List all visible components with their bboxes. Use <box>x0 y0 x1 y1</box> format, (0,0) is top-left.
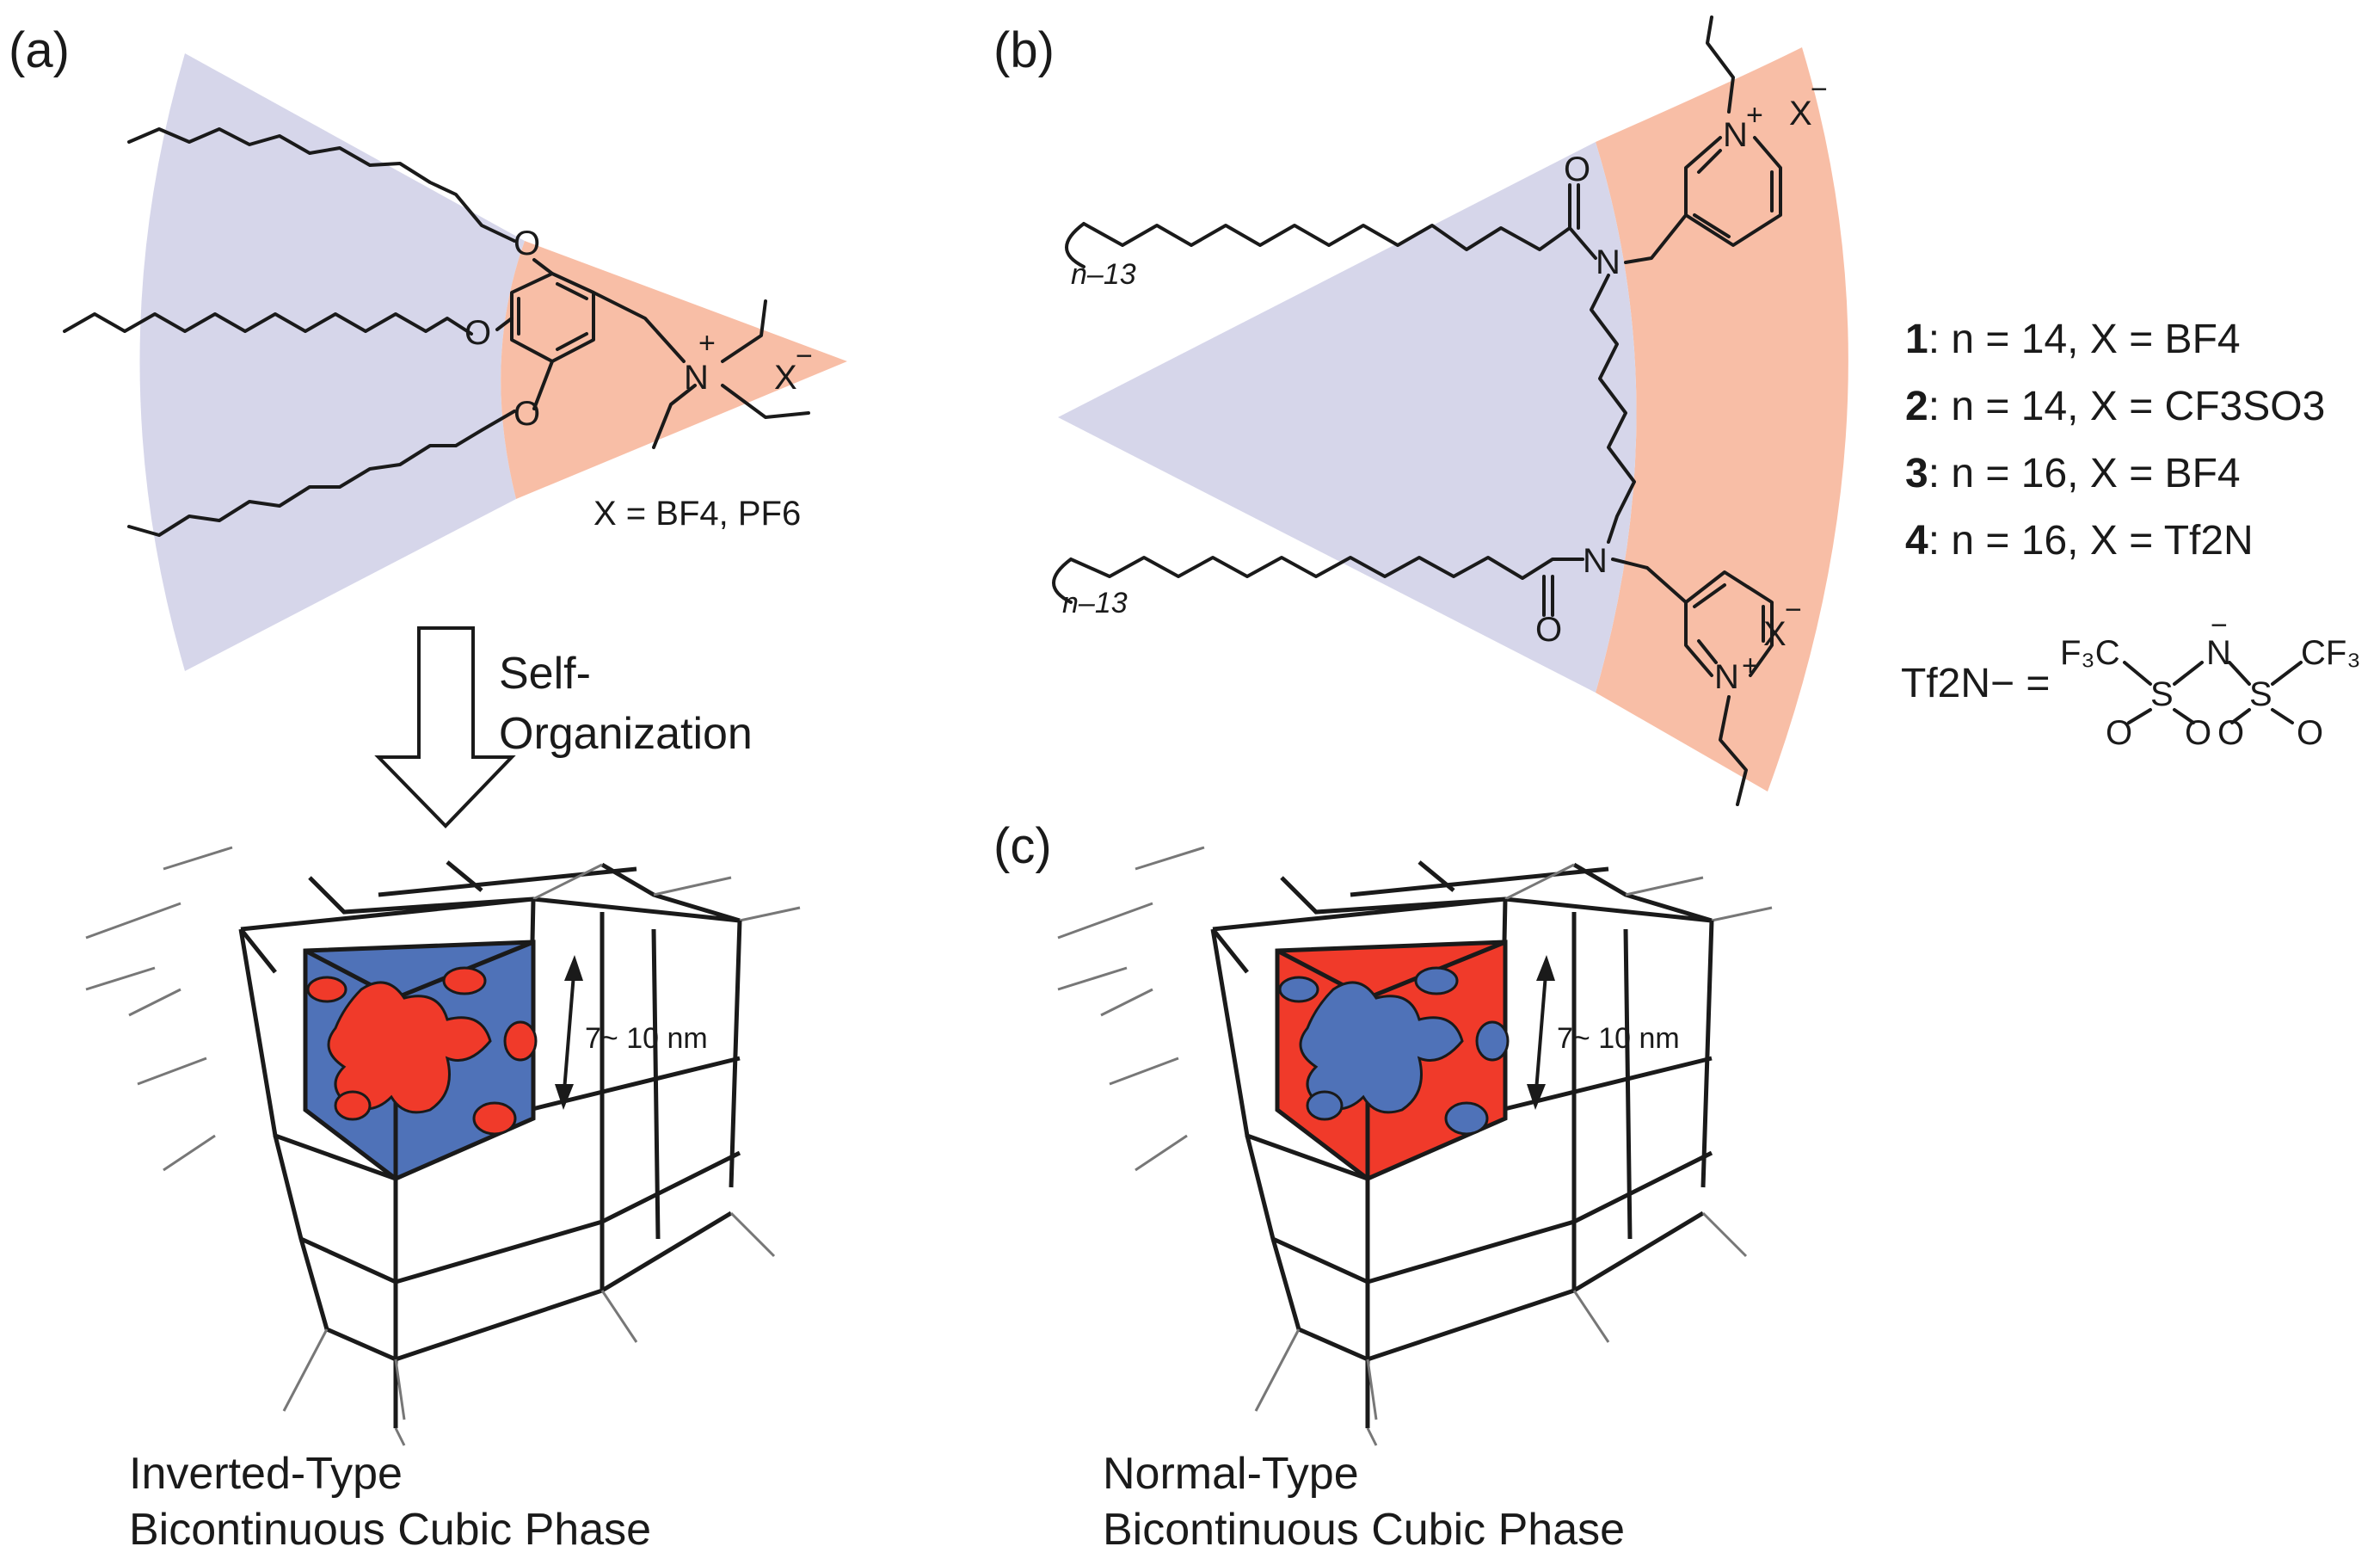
dimension-label-c: 7~ 10 nm <box>1557 1022 1680 1055</box>
panel-b-label: (b) <box>993 22 1055 78</box>
panel-c-label: (c) <box>993 818 1052 874</box>
ammonium-bonds <box>592 291 810 449</box>
counterion-formula: X = BF4, PF6 <box>593 495 801 533</box>
svg-text:1: n = 14, X = BF4: 1: n = 14, X = BF4 <box>1905 317 2241 362</box>
svg-text:+: + <box>1742 650 1759 682</box>
nitrogen-atom: N <box>684 359 709 397</box>
upper-counterion: X <box>1789 95 1812 132</box>
svg-text:S: S <box>2249 675 2272 713</box>
upper-alkyl-chain <box>1065 222 1597 268</box>
panel-a: (a) O O O N + X − X = BF4, PF6 Self- Org… <box>9 22 847 1555</box>
benzene-double-bonds <box>517 282 588 351</box>
lower-pyridinium <box>1611 558 1774 677</box>
upper-chain-subscript: n–13 <box>1071 258 1136 291</box>
dimension-label-a: 7~ 10 nm <box>585 1022 708 1055</box>
svg-text:S: S <box>2150 675 2174 713</box>
compound-2-number: 2 <box>1905 384 1928 429</box>
svg-text:N: N <box>2206 634 2231 672</box>
lower-alkyl-chain <box>1052 556 1584 604</box>
arrow-label-line2: Organization <box>499 709 753 759</box>
caption-c-line1: Normal-Type <box>1103 1449 1359 1499</box>
svg-text:−: − <box>2211 609 2228 642</box>
red-network <box>327 981 492 1114</box>
svg-text:−: − <box>1811 73 1828 106</box>
oxygen-atom-1: O <box>514 225 540 262</box>
hydrophobic-wedge-b <box>1058 142 1637 693</box>
compound-1-number: 1 <box>1905 317 1928 362</box>
caption-c-line2: Bicontinuous Cubic Phase <box>1103 1505 1625 1555</box>
panel-c: (c) 7~ 10 nm Normal-Type Bicontinuous Cu… <box>993 818 1773 1555</box>
compound-3-text: : n = 16, X = BF4 <box>1928 451 2241 496</box>
compound-4-number: 4 <box>1905 518 1928 564</box>
compound-2-text: : n = 14, X = CF3SO3 <box>1928 384 2326 429</box>
lower-chain-subscript: n–13 <box>1062 587 1128 619</box>
counterion-x: X <box>774 359 797 397</box>
svg-text:−: − <box>1785 594 1802 626</box>
hydrophobic-wedge <box>139 53 525 671</box>
svg-text:CF₃: CF₃ <box>2301 634 2361 672</box>
svg-text:4: n = 16, X = Tf2N: 4: n = 16, X = Tf2N <box>1905 518 2254 564</box>
svg-text:O: O <box>1564 151 1590 188</box>
down-arrow <box>374 626 516 829</box>
svg-text:2: n = 14, X = CF3SO3: 2: n = 14, X = CF3SO3 <box>1905 384 2325 429</box>
ionic-wedge <box>501 241 847 499</box>
svg-text:O: O <box>1535 611 1562 649</box>
alkyl-chain-middle <box>63 312 473 336</box>
plus-charge: + <box>698 327 716 360</box>
ionic-arc-band <box>1596 47 1848 792</box>
compound-4-text: : n = 16, X = Tf2N <box>1928 518 2254 564</box>
panel-b: (b) n–13 O N n–13 O N N + X − N + X − 1: <box>993 15 2361 806</box>
svg-text:O: O <box>2297 714 2323 752</box>
spacer-chain <box>1590 274 1636 544</box>
compound-3-number: 3 <box>1905 451 1928 496</box>
caption-a-line2: Bicontinuous Cubic Phase <box>129 1505 651 1555</box>
lower-nitrogen: N <box>1583 542 1608 580</box>
svg-text:F₃C: F₃C <box>2060 634 2120 672</box>
caption-a-line1: Inverted-Type <box>129 1449 403 1499</box>
svg-text:3: n = 16, X = BF4: 3: n = 16, X = BF4 <box>1905 451 2241 496</box>
lower-counterion: X <box>1763 615 1787 653</box>
compound-1-text: : n = 14, X = BF4 <box>1928 317 2241 362</box>
panel-a-label: (a) <box>9 22 70 78</box>
oxygen-atom-2: O <box>464 314 491 352</box>
arrow-label-line1: Self- <box>499 649 591 699</box>
cubic-lattice-c: 7~ 10 nm <box>1057 846 1773 1446</box>
svg-text:N: N <box>1723 116 1748 154</box>
minus-charge: − <box>796 340 813 373</box>
tf2n-structure: F₃C S N S CF₃ − O O O O <box>2060 609 2361 752</box>
blue-network <box>1299 981 1464 1114</box>
svg-text:O: O <box>2106 714 2132 752</box>
alkyl-chain-top <box>127 127 516 243</box>
alkyl-chain-bottom <box>127 410 516 537</box>
compound-list: 1: n = 14, X = BF4 2: n = 14, X = CF3SO3… <box>1905 317 2325 564</box>
svg-text:+: + <box>1746 99 1763 132</box>
svg-text:O: O <box>2217 714 2244 752</box>
upper-pyridinium <box>1624 136 1782 264</box>
cubic-lattice-a: 7~ 10 nm <box>85 846 801 1446</box>
svg-text:N: N <box>1714 658 1739 696</box>
tf2n-label: Tf2N− = <box>1901 661 2050 706</box>
